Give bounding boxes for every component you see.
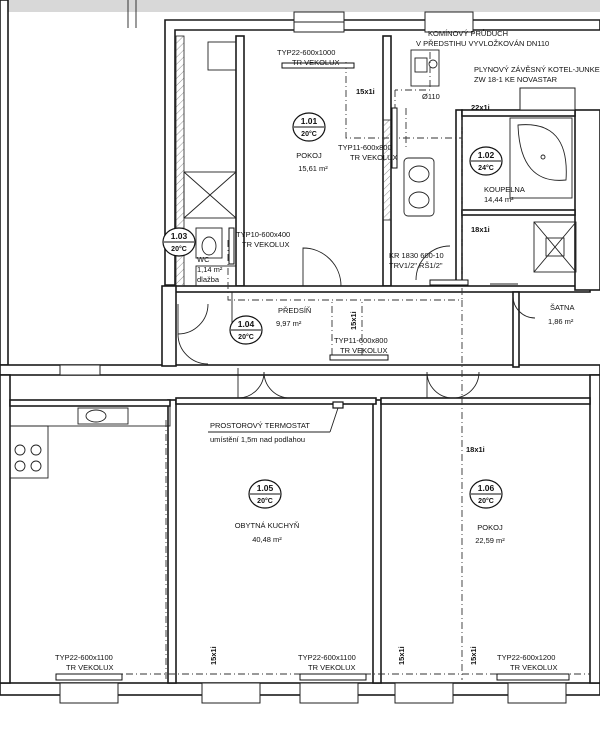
- doors: [177, 245, 536, 399]
- radiator-brand: TR VEKOLUX: [350, 153, 398, 162]
- thermostat-note-sub: umístění 1,5m nad podlahou: [210, 435, 305, 444]
- room-name: WC: [197, 255, 210, 264]
- room-name: KOUPELNA: [484, 185, 525, 194]
- room-name: PŘEDSÍŇ: [278, 306, 311, 315]
- pipe-size: 18x1i: [466, 445, 485, 454]
- pipe-size: 15x1i: [356, 87, 375, 96]
- room-temp: 20°C: [478, 497, 494, 505]
- valve-note-sub: TRV1/2",RŠ1/2": [389, 261, 443, 270]
- room-temp: 20°C: [301, 130, 317, 138]
- radiator-type: TYP22-600x1000: [277, 48, 335, 57]
- pipe-size: 15x1i: [469, 646, 478, 665]
- radiator-brand: TR VEKOLUX: [66, 663, 114, 672]
- radiator-brand: TR VEKOLUX: [340, 346, 388, 355]
- room-badge: 1.05 20°C: [248, 479, 282, 509]
- room-name: POKOJ: [296, 151, 322, 160]
- scan-edge: [0, 0, 600, 12]
- room-area: 22,59 m²: [475, 536, 505, 545]
- room-badge: 1.03 20°C: [162, 227, 196, 257]
- pipe-size: 15x1i: [209, 646, 218, 665]
- room-area: 9,97 m²: [276, 319, 302, 328]
- radiator-brand: TR VEKOLUX: [510, 663, 558, 672]
- boiler-note-sub: ZW 18-1 KE NOVASTAR: [474, 75, 558, 84]
- thermostat-note: PROSTOROVÝ TERMOSTAT: [210, 421, 310, 430]
- room-badge: 1.04 20°C: [229, 315, 263, 345]
- radiator-brand: TR VEKOLUX: [292, 58, 340, 67]
- radiator-brand: TR VEKOLUX: [308, 663, 356, 672]
- chimney-note-sub: V PŘEDSTIHU VYVLOŽKOVÁN DN110: [416, 39, 549, 48]
- room-temp: 20°C: [171, 245, 187, 253]
- room-area: 1,14 m²: [197, 265, 223, 274]
- room-temp: 24°C: [478, 164, 494, 172]
- radiator-type: TYP22-600x1100: [298, 653, 356, 662]
- room-area: 1,86 m²: [548, 317, 574, 326]
- room-number: 1.02: [478, 150, 495, 160]
- room-badge: 1.06 20°C: [469, 479, 503, 509]
- room-temp: 20°C: [238, 333, 254, 341]
- fixtures: [9, 41, 577, 479]
- room-area: 15,61 m²: [298, 164, 328, 173]
- radiator-brand: TR VEKOLUX: [242, 240, 290, 249]
- pipe-size: 22x1i: [471, 103, 490, 112]
- room-name: ŠATNA: [550, 303, 574, 312]
- room-area: 14,44 m²: [484, 195, 514, 204]
- radiator-type: TYP22-600x1200: [497, 653, 555, 662]
- room-badge: 1.02 24°C: [469, 146, 503, 176]
- boiler-note: PLYNOVÝ ZÁVĚSNÝ KOTEL-JUNKERS: [474, 65, 600, 74]
- room-number: 1.03: [171, 231, 188, 241]
- room-badge: 1.01 20°C: [292, 112, 326, 142]
- chimney-note: KOMÍNOVÝ PRŮDUCH: [428, 29, 508, 38]
- wall-hatch: [175, 35, 185, 287]
- walls: [0, 0, 600, 704]
- radiator-type: TYP11-600x800: [338, 143, 392, 152]
- room-number: 1.01: [301, 116, 318, 126]
- pipe-size: 15x1i: [397, 646, 406, 665]
- pipe-size: 18x1i: [471, 225, 490, 234]
- radiators-graphic: [55, 62, 570, 681]
- room-name: OBYTNÁ KUCHYŇ: [235, 521, 300, 530]
- room-number: 1.06: [478, 483, 495, 493]
- room-number: 1.04: [238, 319, 255, 329]
- room-name: POKOJ: [477, 523, 503, 532]
- radiator-type: TYP10-600x400: [236, 230, 290, 239]
- pipe-size: 15x1i: [349, 311, 358, 330]
- radiator-type: TYP11-600x800: [334, 336, 388, 345]
- room-temp: 20°C: [257, 497, 273, 505]
- room-area: 40,48 m²: [252, 535, 282, 544]
- room-floor: dlažba: [197, 275, 220, 284]
- valve-note: KR 1830 600-10: [389, 251, 444, 260]
- radiator-type: TYP22-600x1100: [55, 653, 113, 662]
- pipe-diameter: Ø110: [422, 92, 440, 101]
- room-number: 1.05: [257, 483, 274, 493]
